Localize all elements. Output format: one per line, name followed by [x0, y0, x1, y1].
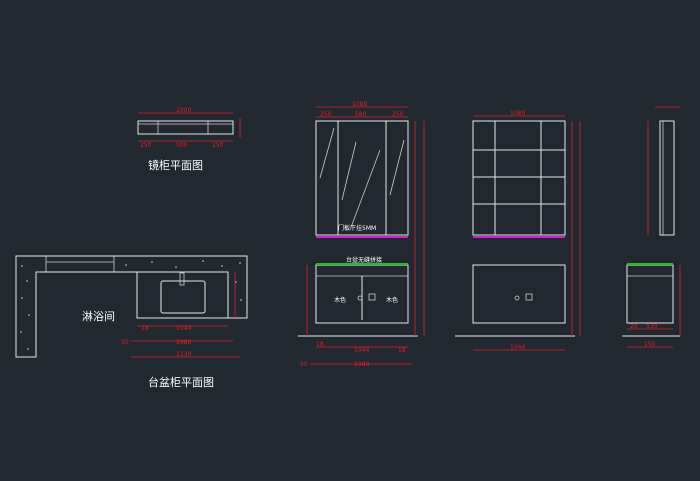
shelf-cabinet-outline — [472, 120, 566, 236]
mirror-side-outline — [659, 120, 675, 236]
dim-mirror-right: 250 — [212, 142, 224, 149]
dim-front-250b: 250 — [392, 111, 404, 118]
internal-elevation: 1080 1044 — [455, 110, 581, 351]
dim-front-1044: 1044 — [354, 347, 369, 354]
mirror-cabinet-outline — [137, 120, 234, 135]
dim-front-250a: 250 — [320, 111, 332, 118]
basin-bowl — [160, 280, 206, 314]
front-elevation: 门板下挂5MM 台盆无缝拼接 木色 木色 1080 250 580 250 18… — [298, 101, 425, 368]
glass-hatch-3 — [349, 149, 381, 231]
basin-cabinet-plan: 淋浴间 18 1044 50 1080 1130 台盆柜平面图 — [15, 255, 248, 389]
dim-side-530: 530 — [646, 323, 658, 330]
dim-basin-1044: 1044 — [176, 325, 191, 332]
label-wood-right: 木色 — [386, 296, 398, 304]
dim-front-18a: 18 — [316, 341, 324, 348]
internal-outlet-symbol — [525, 293, 533, 301]
dim-basin-1080: 1080 — [176, 339, 191, 346]
dim-mirror-left: 250 — [140, 142, 152, 149]
mirror-front-outline — [315, 120, 409, 236]
label-door-note: 门板下挂5MM — [338, 224, 376, 232]
wall-outline — [15, 255, 248, 358]
internal-drain-symbol — [514, 295, 520, 301]
dim-internal-1080: 1080 — [510, 110, 525, 117]
outlet-symbol — [368, 293, 376, 301]
label-mirror-plan: 镜柜平面图 — [148, 158, 203, 172]
dim-front-1080b: 1080 — [354, 361, 369, 368]
dim-mirror-center: 500 — [176, 142, 188, 149]
dim-side-150: 150 — [644, 341, 656, 348]
dim-internal-1044: 1044 — [510, 344, 525, 351]
dim-basin-50: 50 — [121, 339, 129, 346]
glass-hatch-1 — [319, 127, 335, 179]
drain-symbol — [357, 295, 363, 301]
vanity-side-outline — [626, 264, 674, 324]
dim-front-50: 50 — [300, 361, 308, 368]
dim-mirror-width: 1000 — [176, 107, 191, 114]
label-wood-left: 木色 — [334, 296, 346, 304]
label-shower: 淋浴间 — [82, 310, 115, 323]
dim-front-580: 580 — [355, 111, 367, 118]
faucet — [179, 272, 185, 286]
dim-front-1080: 1080 — [352, 101, 367, 108]
glass-hatch-4 — [389, 139, 405, 196]
vanity-outline — [136, 271, 229, 319]
label-basin-plan: 台盆柜平面图 — [148, 375, 214, 389]
dim-front-18b: 18 — [398, 347, 406, 354]
label-basin-note: 台盆无缝拼接 — [346, 256, 382, 264]
mirror-cabinet-plan: 1000 250 500 250 镜柜平面图 — [137, 107, 241, 172]
dim-basin-18: 18 — [141, 325, 149, 332]
glass-hatch-2 — [341, 141, 357, 201]
dim-basin-1130: 1130 — [176, 351, 191, 358]
internal-vanity-outline — [472, 264, 566, 324]
side-elevation: 20 530 150 — [622, 106, 681, 348]
stone-texture — [20, 260, 242, 350]
dim-side-20: 20 — [630, 323, 638, 330]
